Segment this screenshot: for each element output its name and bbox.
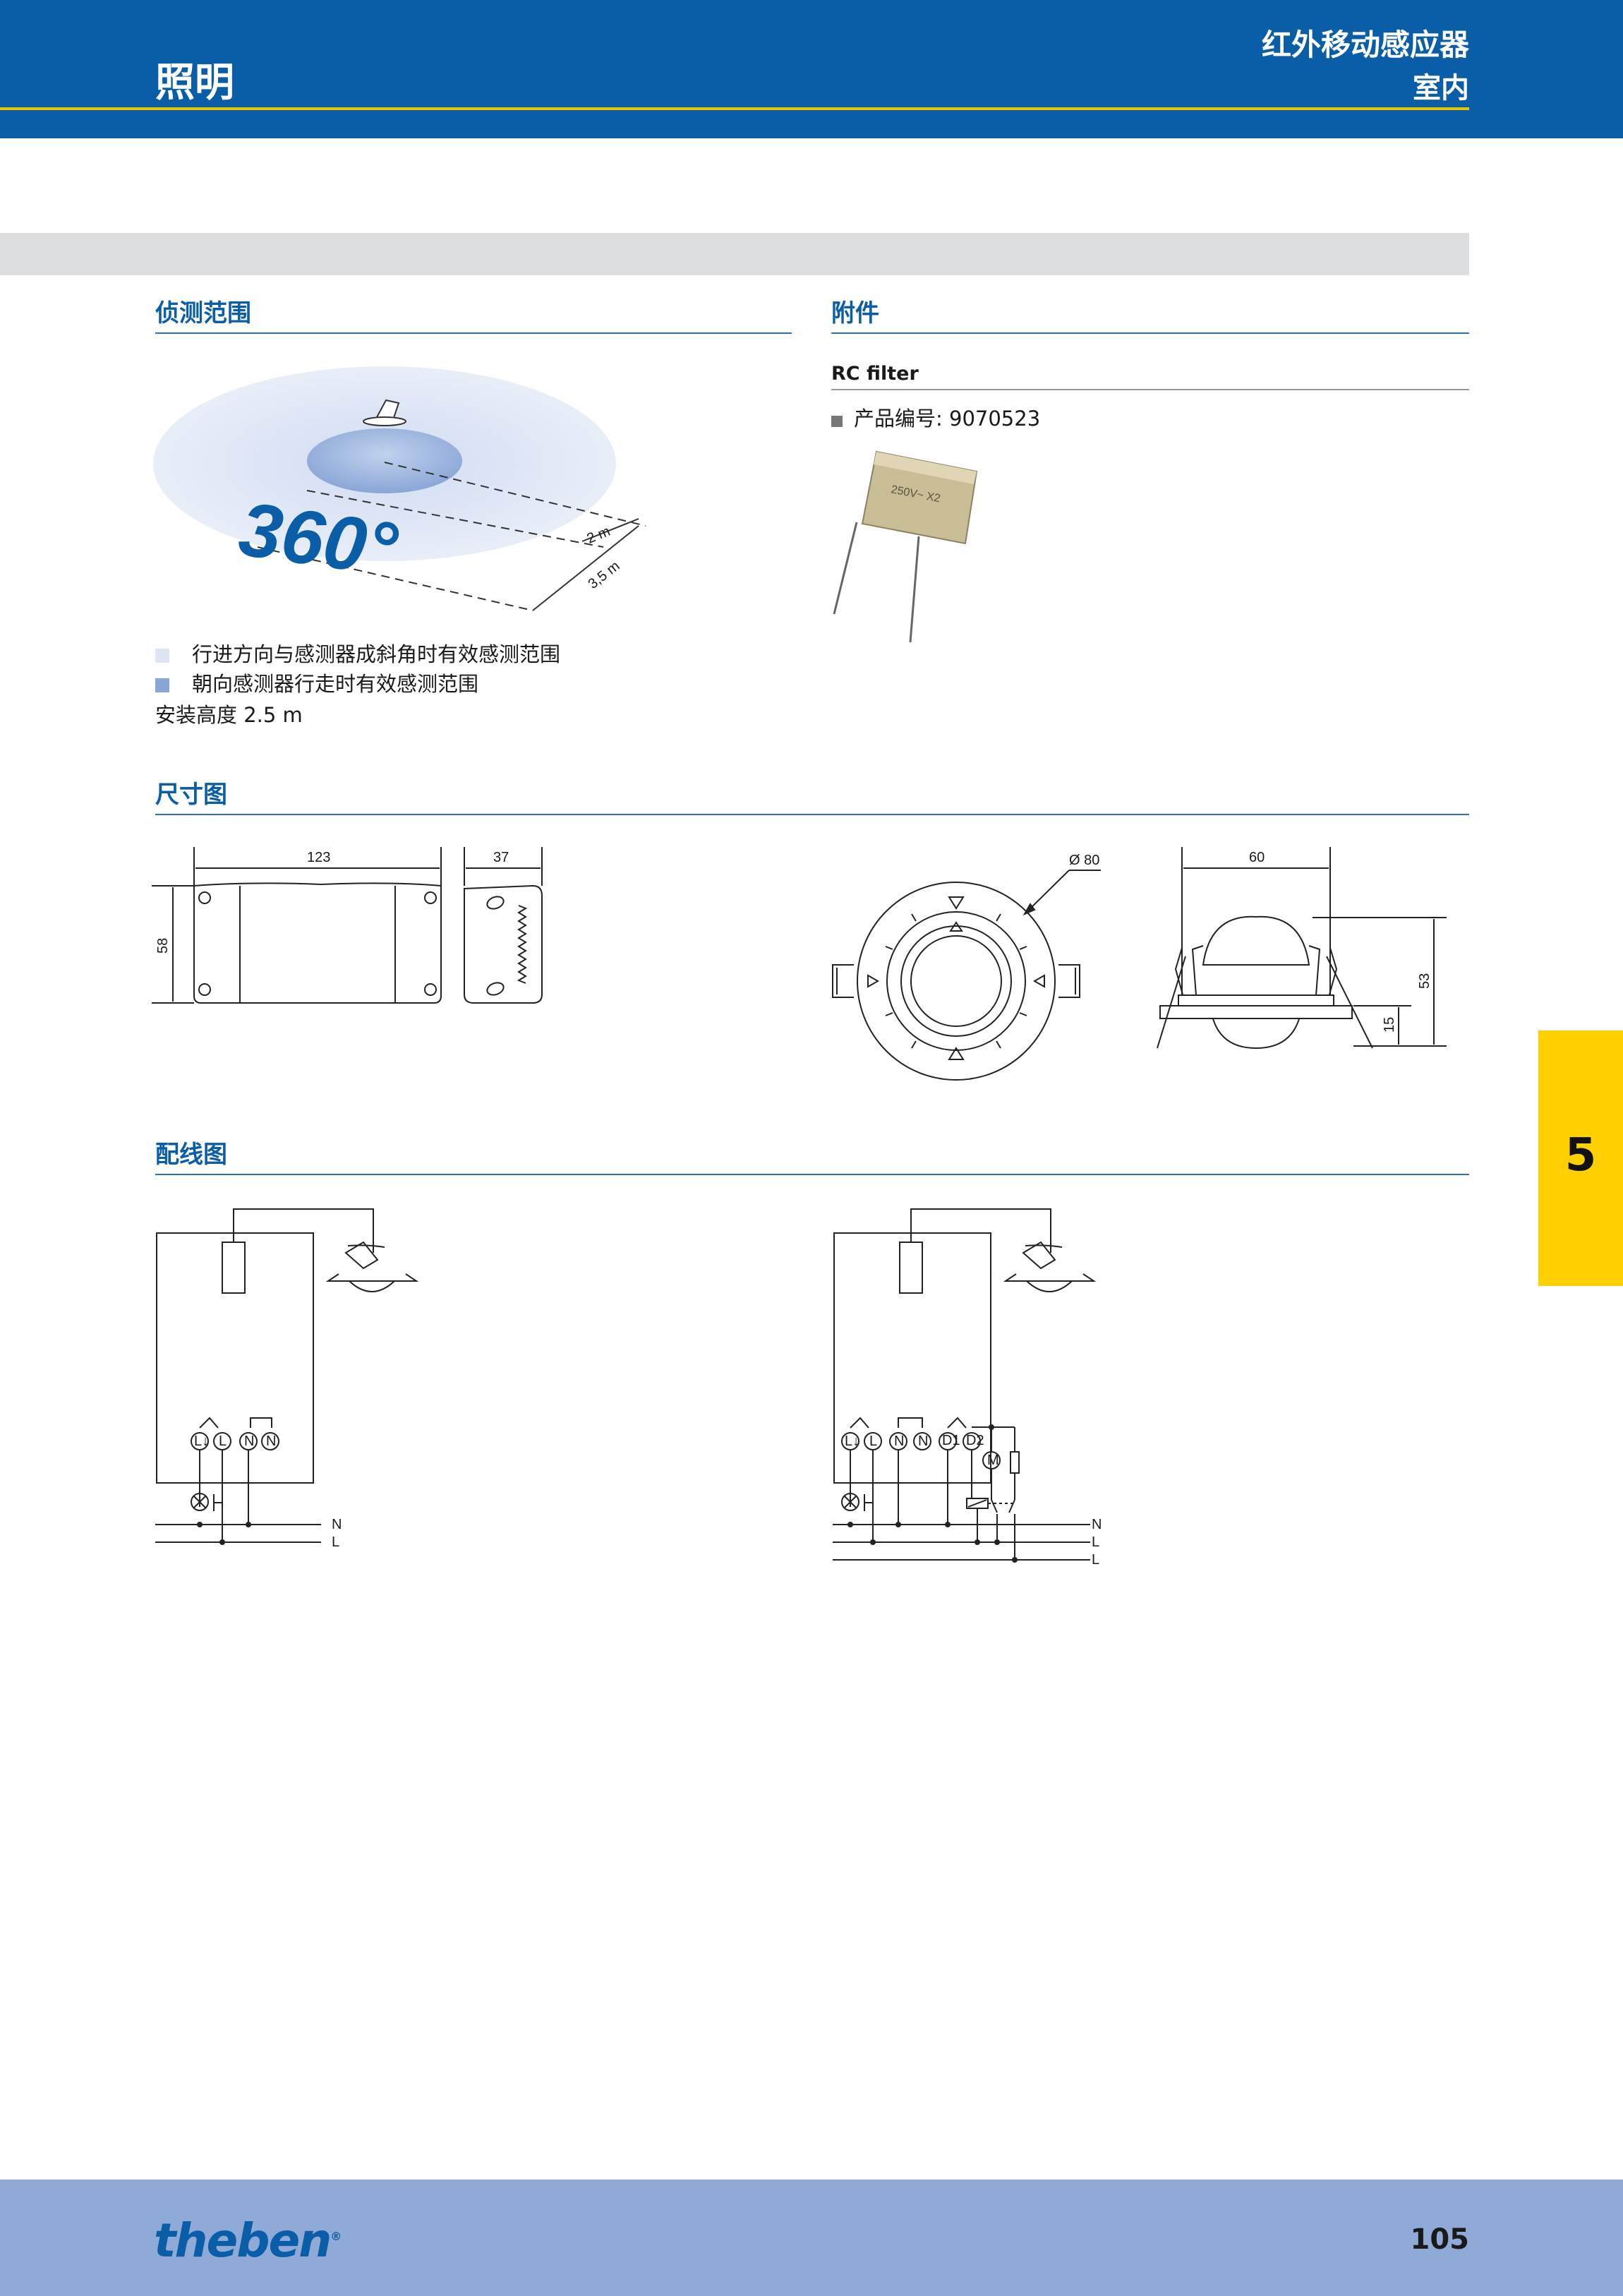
total-height-dimension: 53 xyxy=(1417,973,1432,989)
terminal-n1: N xyxy=(244,1434,254,1449)
terminal-l: L xyxy=(869,1434,877,1449)
wiring-diagram-basic: L↓ L N N N L xyxy=(155,1208,419,1550)
wiring-diagram-extended: L↓ L N N D1 D2 M N L L xyxy=(833,1208,1102,1568)
legend-label-diagonal: 行进方向与感测器成斜角时有效感测范围 xyxy=(192,642,561,666)
legend-item-diagonal: 行进方向与感测器成斜角时有效感测范围 xyxy=(155,638,560,668)
product-title: 红外移动感应器 xyxy=(1261,28,1469,62)
width-dimension: 123 xyxy=(307,850,330,865)
rail-n-label: N xyxy=(332,1517,342,1532)
header-rule xyxy=(0,107,1469,110)
rc-filter-photo: 250V~ X2 xyxy=(833,450,978,643)
terminal-d1: D1 xyxy=(942,1433,960,1448)
height-dimension: 58 xyxy=(155,938,171,954)
brand-logo: theben® xyxy=(154,2213,342,2268)
chapter-tab: 5 xyxy=(1538,1030,1623,1286)
terminal-d2: D2 xyxy=(966,1433,984,1448)
page-header: 照明 红外移动感应器 室内 xyxy=(0,0,1623,138)
near-distance-label: 2 m xyxy=(585,524,613,547)
rail-n-label: N xyxy=(1092,1517,1102,1532)
detection-range-diagram: 360° 2 m 3,5 m xyxy=(153,366,646,611)
page-footer xyxy=(0,2180,1623,2296)
dimension-drawing-round: Ø 80 60 53 15 xyxy=(832,847,1447,1081)
accessory-number-row: 产品编号: 9070523 xyxy=(831,402,1040,432)
terminal-n1: N xyxy=(894,1434,904,1449)
rail-l-label: L xyxy=(1092,1534,1099,1550)
mount-width-dimension: 60 xyxy=(1249,850,1265,865)
section-title: 照明 xyxy=(155,60,234,106)
flange-height-dimension: 15 xyxy=(1382,1017,1397,1033)
terminal-l: L xyxy=(219,1434,227,1449)
legend-swatch-dark xyxy=(155,678,169,692)
product-subtitle: 室内 xyxy=(1413,72,1469,104)
accessory-name: RC filter xyxy=(831,363,1469,390)
sensor-icon xyxy=(363,399,406,426)
accessories-heading: 附件 xyxy=(831,294,1469,334)
terminal-l-switched: L↓ xyxy=(845,1434,859,1449)
grey-band xyxy=(0,233,1469,275)
depth-dimension: 37 xyxy=(493,850,509,865)
diameter-dimension: Ø 80 xyxy=(1069,853,1099,868)
terminal-n2: N xyxy=(266,1434,276,1449)
dimension-drawing-box: 123 37 58 xyxy=(152,847,543,1004)
terminal-l-switched: L↓ xyxy=(194,1434,209,1449)
dimensions-heading: 尺寸图 xyxy=(155,775,1469,815)
legend-swatch-light xyxy=(155,649,169,663)
rail-l-label: L xyxy=(332,1534,339,1550)
bullet-square xyxy=(831,416,843,427)
motor-symbol: M xyxy=(987,1453,999,1468)
page-number: 105 xyxy=(1410,2223,1470,2256)
chapter-number: 5 xyxy=(1564,1129,1597,1182)
legend-item-toward: 朝向感测器行走时有效感测范围 xyxy=(155,668,478,697)
inner-range-zone xyxy=(307,428,462,493)
detection-range-heading: 侦测范围 xyxy=(155,294,792,334)
terminal-n2: N xyxy=(918,1434,928,1449)
legend-label-toward: 朝向感测器行走时有效感测范围 xyxy=(192,672,479,696)
wiring-heading: 配线图 xyxy=(155,1135,1469,1175)
rail-l2-label: L xyxy=(1092,1552,1099,1568)
mount-height: 安装高度 2.5 m xyxy=(155,703,303,727)
accessory-number: 产品编号: 9070523 xyxy=(854,407,1041,431)
